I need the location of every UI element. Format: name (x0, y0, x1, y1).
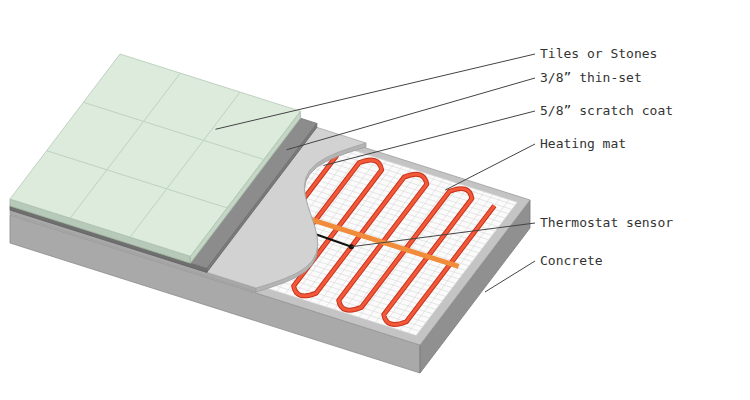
leader-line (445, 144, 535, 190)
tile-joint (70, 73, 180, 218)
tile-joint (130, 92, 240, 237)
tiles (10, 54, 300, 256)
part-label: Thermostat sensor (540, 215, 673, 231)
part-label: 5/8” scratch coat (540, 103, 673, 119)
part-label: Heating mat (540, 136, 626, 152)
leader-line (351, 223, 535, 247)
leader-line (485, 261, 535, 292)
tile-joint (83, 102, 263, 159)
part-label: 3/8” thin-set (540, 70, 642, 86)
leader-lines (216, 54, 536, 292)
leader-line (287, 78, 535, 150)
part-label: Concrete (540, 253, 603, 269)
part-label: Tiles or Stones (540, 46, 657, 62)
leader-line (324, 111, 536, 166)
tile-joint (47, 151, 227, 208)
